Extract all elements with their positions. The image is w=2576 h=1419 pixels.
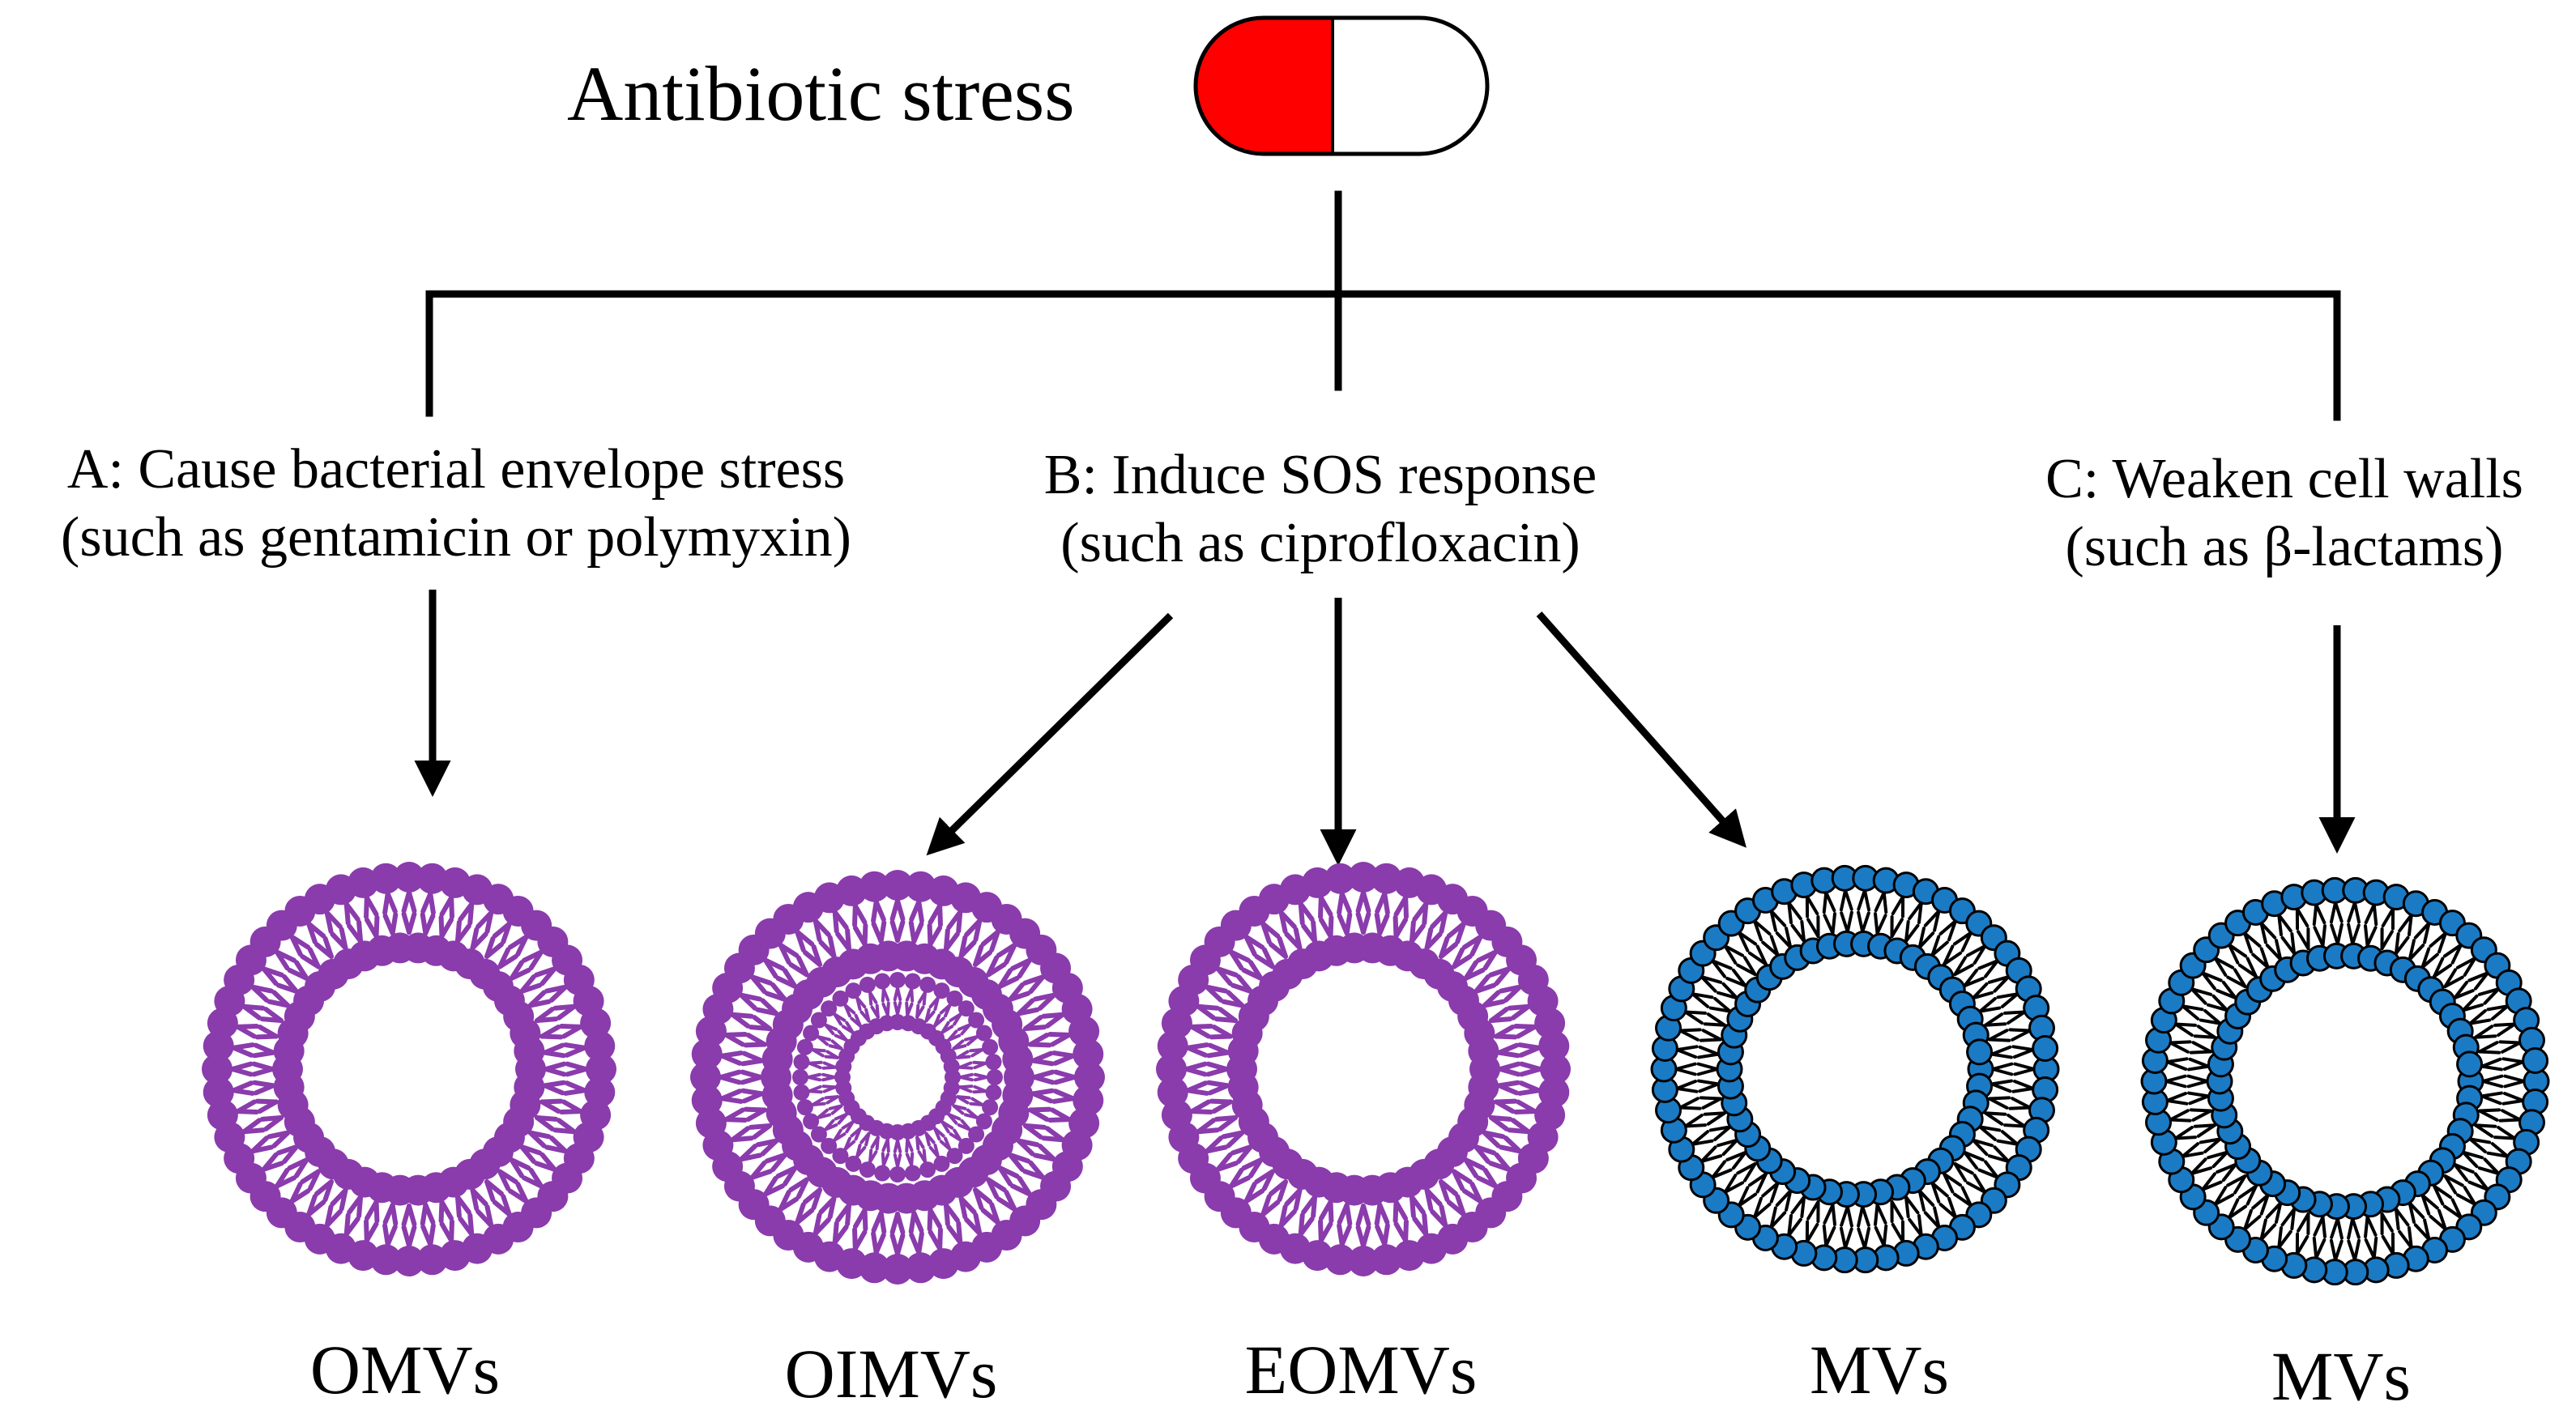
branch-c-line2: (such as β-lactams) xyxy=(2065,516,2504,578)
arrow-b-to-oimvs xyxy=(926,612,1174,856)
vesicle-label-omvs: OMVs xyxy=(309,1331,501,1408)
vesicle-oimvs xyxy=(690,870,1105,1285)
arrow-b-to-mvs xyxy=(1536,611,1746,848)
capsule-outline xyxy=(1193,15,1490,156)
capsule-red-half xyxy=(1196,18,1333,154)
vesicle-label-eomvs: EOMVs xyxy=(1244,1331,1478,1408)
vesicle-label-mvs-c: MVs xyxy=(2271,1337,2412,1415)
vesicle-eomvs xyxy=(1156,862,1571,1276)
diagram-title: Antibiotic stress xyxy=(567,50,1075,137)
branch-a-line2: (such as gentamicin or polymyxin) xyxy=(61,506,851,569)
branch-b-line1: B: Induce SOS response xyxy=(1043,444,1597,506)
branch-a-label: A: Cause bacterial envelope stress (such… xyxy=(6,436,906,572)
branch-c-label: C: Weaken cell walls (such as β-lactams) xyxy=(1993,445,2576,582)
capsule-icon xyxy=(1193,15,1490,156)
tree-connectors xyxy=(425,190,2341,421)
branch-a-line1: A: Cause bacterial envelope stress xyxy=(66,438,846,501)
vesicle-label-oimvs: OIMVs xyxy=(784,1335,998,1413)
vesicle-mvs-b xyxy=(1650,864,2060,1274)
vesicle-omvs xyxy=(202,862,616,1276)
branch-c-line1: C: Weaken cell walls xyxy=(2045,448,2523,510)
vesicle-mvs-c xyxy=(2140,876,2550,1286)
vesicles xyxy=(202,862,2550,1286)
branch-b-label: B: Induce SOS response (such as ciproflo… xyxy=(956,441,1685,577)
vesicle-label-mvs-b: MVs xyxy=(1809,1331,1950,1408)
branch-b-line2: (such as ciprofloxacin) xyxy=(1060,512,1580,574)
arrows xyxy=(414,590,2356,866)
